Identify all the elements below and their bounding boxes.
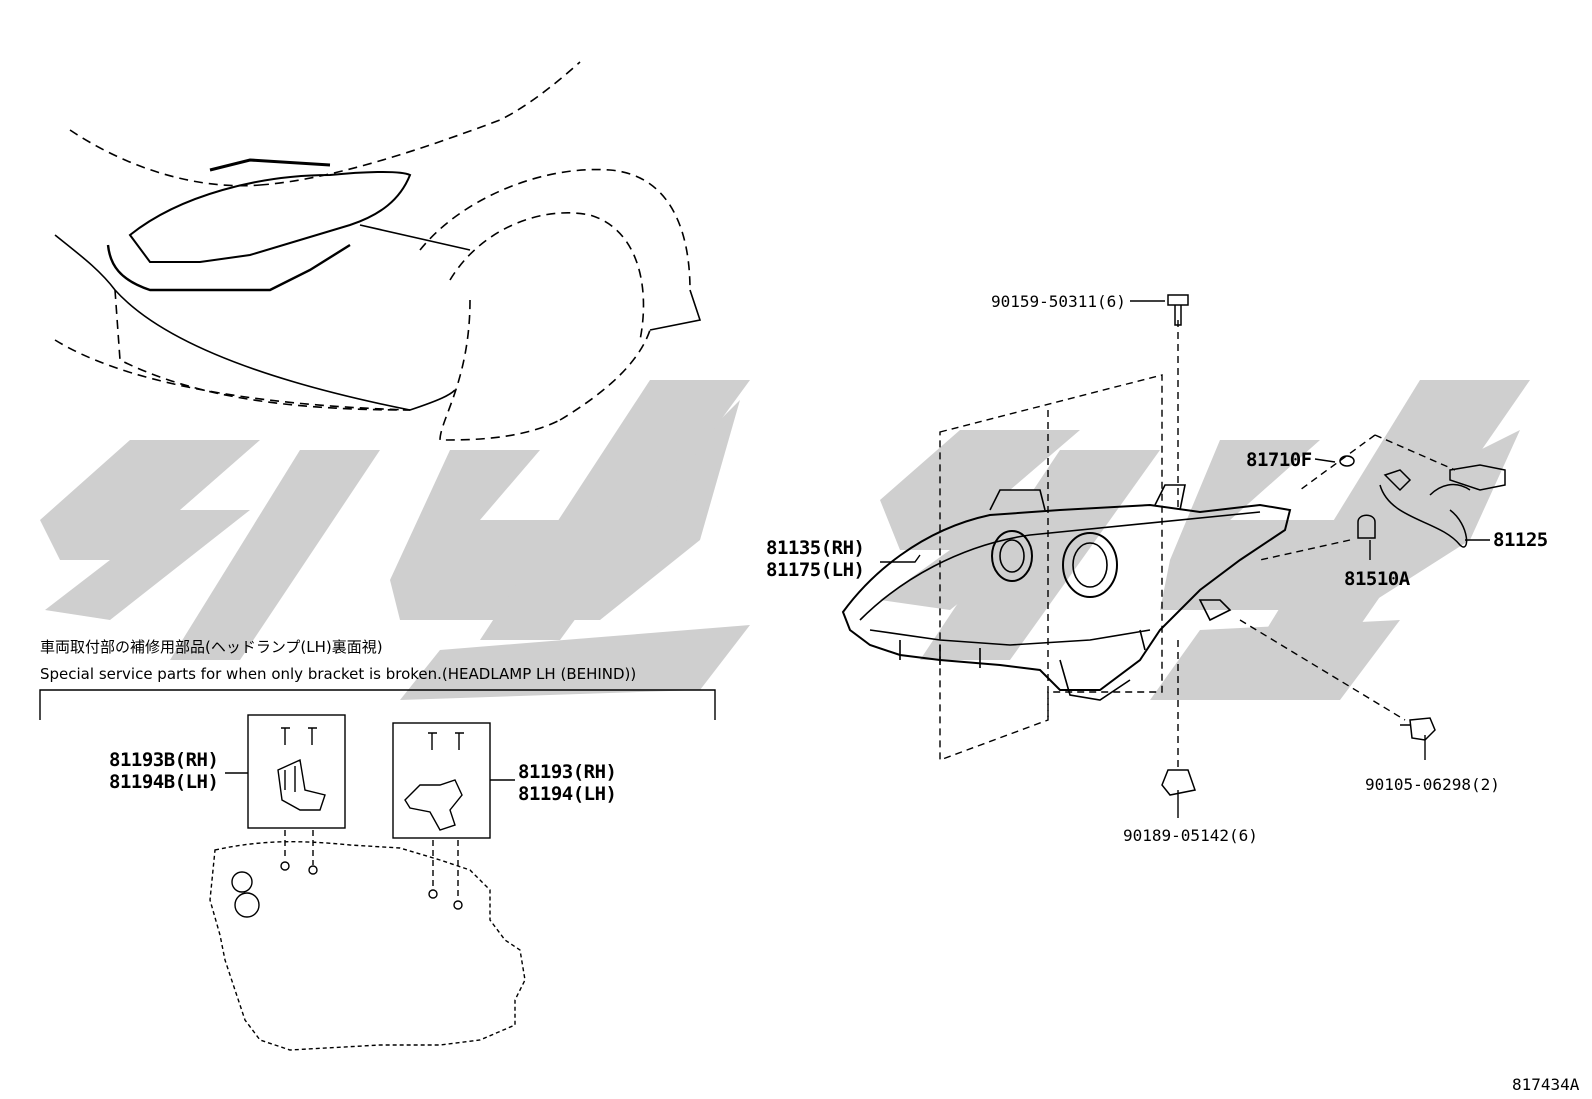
label-bolt-side: 90105-06298(2) [1365, 775, 1500, 794]
small-parts-right [1161, 294, 1506, 796]
watermark-logo [40, 380, 1530, 700]
bracket-callout [39, 689, 716, 1051]
label-bracket-b-lh: 81194B(LH) [109, 771, 219, 793]
car-front-illustration [54, 61, 702, 441]
label-screw-top: 90159-50311(6) [991, 292, 1126, 311]
label-socket-wire: 81125 [1493, 529, 1548, 551]
note-english: Special service parts for when only brac… [40, 665, 637, 683]
label-bracket-rh: 81193(RH) [518, 761, 617, 783]
note-japanese: 車両取付部の補修用部品(ヘッドランプ(LH)裏面視) [40, 638, 383, 656]
figure-id: 817434A [1512, 1075, 1580, 1094]
label-bracket-b-rh: 81193B(RH) [109, 749, 219, 771]
label-bracket-lh: 81194(LH) [518, 783, 617, 805]
leader-lines [939, 320, 1456, 770]
label-bulb-small: 81710F [1246, 449, 1312, 471]
headlamp-assembly [841, 484, 1292, 701]
label-bulb: 81510A [1344, 568, 1410, 590]
label-headlamp-rh: 81135(RH) [766, 537, 865, 559]
label-clip-bottom: 90189-05142(6) [1123, 826, 1258, 845]
label-headlamp-lh: 81175(LH) [766, 559, 865, 581]
